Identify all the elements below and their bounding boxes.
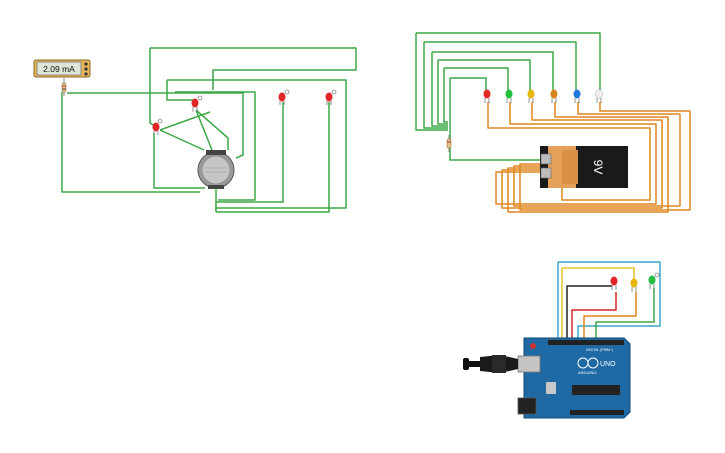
wire[interactable] [432, 51, 554, 90]
wire[interactable] [159, 111, 211, 131]
multimeter-reading: 2.09 mA [43, 64, 75, 74]
wire[interactable] [175, 91, 256, 201]
wire[interactable] [153, 133, 205, 189]
wire[interactable] [149, 48, 156, 127]
led-icon[interactable] [152, 118, 163, 135]
led-icon[interactable] [505, 89, 513, 104]
wire[interactable] [444, 67, 509, 90]
led-icon[interactable] [610, 276, 618, 291]
wire[interactable] [159, 129, 205, 151]
arduino-board-icon[interactable]: UNO ARDUINO DIGITAL (PWM~) [517, 337, 631, 419]
arduino-model: UNO [600, 361, 616, 368]
wire[interactable] [61, 92, 200, 193]
wire[interactable] [566, 285, 612, 340]
wire[interactable] [595, 288, 655, 340]
wire[interactable] [424, 41, 577, 90]
wire[interactable] [443, 68, 448, 123]
battery-label: 9V [591, 160, 605, 175]
wire[interactable] [449, 78, 542, 161]
wire[interactable] [571, 292, 617, 340]
led-icon[interactable] [573, 89, 581, 104]
wire[interactable] [166, 80, 195, 101]
wire[interactable] [67, 92, 244, 159]
wire[interactable] [423, 42, 448, 129]
wire[interactable] [167, 79, 347, 209]
wire[interactable] [216, 102, 284, 203]
led-icon[interactable] [595, 89, 603, 104]
resistor-icon[interactable] [446, 135, 452, 152]
wire[interactable] [415, 33, 448, 131]
wire[interactable] [450, 77, 487, 90]
multimeter[interactable]: 2.09 mA [33, 59, 91, 78]
wire[interactable] [487, 102, 651, 201]
led-icon[interactable] [527, 89, 535, 104]
led-icon[interactable] [191, 95, 203, 112]
wire[interactable] [583, 292, 637, 340]
wire[interactable] [438, 59, 531, 90]
arduino-brand: ARDUINO [578, 370, 596, 375]
led-icon[interactable] [483, 89, 491, 104]
wire[interactable] [437, 60, 448, 125]
wire[interactable] [562, 267, 635, 282]
led-icon[interactable] [278, 89, 290, 105]
wire[interactable] [495, 102, 657, 205]
circuit-coin-cell: 2.09 mA [33, 47, 357, 213]
led-icon[interactable] [550, 89, 558, 104]
wire[interactable] [507, 102, 669, 213]
resistor-icon[interactable] [61, 78, 67, 96]
wire[interactable] [431, 52, 448, 127]
led-icon[interactable] [325, 89, 337, 105]
9v-battery-icon[interactable]: 9V [540, 146, 628, 188]
circuit-9v-battery: 9V [415, 32, 691, 213]
wire[interactable] [513, 102, 681, 207]
arduino-digital-label: DIGITAL (PWM~) [586, 348, 613, 352]
led-icon[interactable] [648, 272, 660, 289]
wire[interactable] [150, 47, 357, 90]
wire[interactable] [519, 102, 691, 211]
usb-plug-icon[interactable] [463, 355, 518, 373]
wire[interactable] [216, 102, 330, 213]
circuit-arduino: UNO ARDUINO DIGITAL (PWM~) [463, 261, 661, 419]
wire[interactable] [558, 261, 661, 340]
coin-cell-battery-icon[interactable] [197, 150, 235, 189]
led-icon[interactable] [630, 278, 638, 293]
wire[interactable] [501, 102, 663, 209]
